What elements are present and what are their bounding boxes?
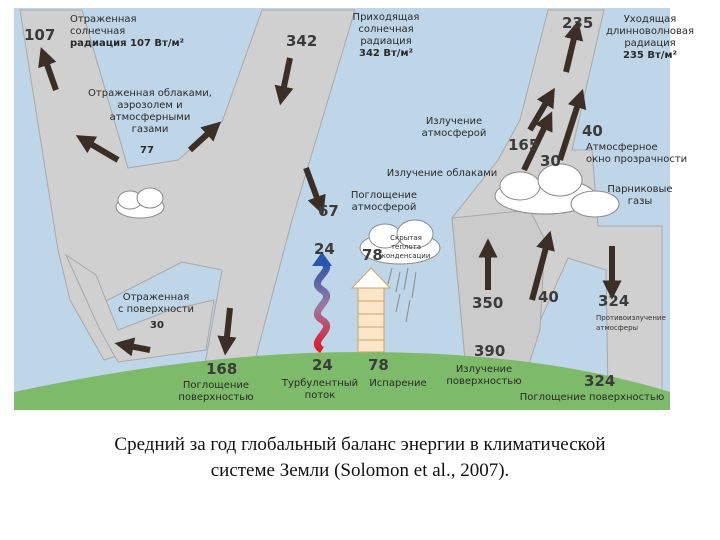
value-surface-up: 350 <box>472 294 503 312</box>
svg-text:Излучение: Излучение <box>456 364 512 375</box>
svg-text:атмосферными: атмосферными <box>110 112 191 123</box>
value-latent-bottom: 78 <box>368 356 389 374</box>
svg-text:аэрозолем и: аэрозолем и <box>117 100 182 111</box>
caption-line-1: Средний за год глобальный баланс энергии… <box>114 434 606 455</box>
label-window: Атмосферное окно прозрачности <box>586 142 687 165</box>
svg-text:Излучение: Излучение <box>426 116 482 127</box>
svg-text:газы: газы <box>628 196 653 207</box>
value-absorbed-back: 324 <box>584 372 615 390</box>
svg-text:солнечная: солнечная <box>358 24 413 35</box>
svg-text:окно прозрачности: окно прозрачности <box>586 154 687 165</box>
svg-text:газами: газами <box>132 124 169 135</box>
value-reflected-solar: 107 <box>24 26 55 44</box>
label-evaporation: Испарение <box>369 378 426 389</box>
svg-text:с поверхности: с поверхности <box>118 304 194 315</box>
value-reflected-clouds: 77 <box>140 145 154 156</box>
surface-reflection-branch <box>64 253 215 363</box>
label-reflected-clouds: Отраженная облаками, аэрозолем и атмосфе… <box>88 88 212 135</box>
turbulent-flux-arrowhead <box>312 252 332 266</box>
svg-text:радиация 107 Вт/м²: радиация 107 Вт/м² <box>70 38 184 49</box>
reflected-clouds-arrow <box>75 135 120 163</box>
value-incoming-solar: 342 <box>286 32 317 50</box>
value-outgoing-longwave: 235 <box>562 14 593 32</box>
earth-surface <box>14 352 670 410</box>
label-back-radiation: Противоизлучение атмосферы <box>596 314 666 332</box>
svg-text:атмосферой: атмосферой <box>352 202 417 213</box>
value-absorbed-atmosphere: 67 <box>318 202 339 220</box>
evaporation-column <box>350 267 392 353</box>
label-cloud-emission: Излучение облаками <box>387 168 498 179</box>
svg-text:солнечная: солнечная <box>70 26 125 37</box>
label-reflected-solar: Отраженная солнечная радиация 107 Вт/м² <box>70 14 184 49</box>
svg-text:поток: поток <box>305 390 336 401</box>
window-low-arrow <box>529 230 555 301</box>
outgoing-longwave-arrow <box>563 20 584 73</box>
cloud-left-icon <box>115 187 165 219</box>
value-turbulent-top: 24 <box>314 240 335 258</box>
rain-cloud-icon <box>359 219 441 323</box>
label-absorbed-back: Поглощение поверхностью <box>520 392 665 403</box>
svg-text:длинноволновая: длинноволновая <box>606 26 694 37</box>
label-surface-radiation: Излучение поверхностью <box>446 364 521 387</box>
label-emitted-atmosphere: Излучение атмосферой <box>422 116 487 139</box>
svg-text:Парниковые: Парниковые <box>607 184 672 195</box>
value-latent-top: 78 <box>362 246 383 264</box>
svg-text:Турбулентный: Турбулентный <box>281 378 358 389</box>
value-reflected-surface: 30 <box>150 320 164 331</box>
label-turbulent: Турбулентный поток <box>281 378 358 401</box>
reflected-solar-arrow <box>38 46 59 91</box>
svg-text:Отраженная: Отраженная <box>123 292 190 303</box>
energy-balance-diagram: 107 342 235 77 67 24 78 30 168 24 78 165… <box>14 8 694 410</box>
svg-text:атмосферой: атмосферой <box>422 128 487 139</box>
svg-text:теплота: теплота <box>391 243 421 251</box>
absorbed-atmosphere-arrow <box>303 166 326 216</box>
svg-text:Атмосферное: Атмосферное <box>586 142 658 153</box>
svg-text:поверхностью: поверхностью <box>446 376 521 387</box>
svg-text:Противоизлучение: Противоизлучение <box>596 314 666 322</box>
label-absorbed-atmosphere: Поглощение атмосферой <box>351 190 417 213</box>
window-arrow <box>557 88 587 161</box>
svg-text:342 Вт/м²: 342 Вт/м² <box>359 48 413 59</box>
svg-text:Скрытая: Скрытая <box>390 234 422 242</box>
svg-text:Отраженная: Отраженная <box>70 14 137 25</box>
value-window: 40 <box>582 122 603 140</box>
svg-text:радиация: радиация <box>624 38 675 49</box>
figure-caption: Средний за год глобальный баланс энергии… <box>0 432 720 484</box>
svg-text:Приходящая: Приходящая <box>353 12 420 23</box>
label-latent-heat: Скрытая теплота конденсации <box>382 234 431 260</box>
svg-text:поверхностью: поверхностью <box>178 392 253 403</box>
svg-text:радиация: радиация <box>360 36 411 47</box>
cloud-reflection-arrow <box>187 121 222 153</box>
value-back-radiation: 324 <box>598 292 629 310</box>
value-window-low: 40 <box>538 288 559 306</box>
label-outgoing-longwave: Уходящая длинноволновая радиация 235 Вт/… <box>606 14 694 61</box>
cloud-emission-arrow <box>521 111 553 172</box>
label-greenhouse: Парниковые газы <box>607 184 672 207</box>
svg-text:атмосферы: атмосферы <box>596 324 638 332</box>
label-incoming-solar: Приходящая солнечная радиация 342 Вт/м² <box>353 12 420 59</box>
value-cloud-emission: 30 <box>540 152 561 170</box>
svg-text:235 Вт/м²: 235 Вт/м² <box>623 50 677 61</box>
svg-text:Поглощение: Поглощение <box>351 190 417 201</box>
value-turbulent-bottom: 24 <box>312 356 333 374</box>
svg-text:Отраженная облаками,: Отраженная облаками, <box>88 88 212 99</box>
incoming-solar-arrow <box>274 57 294 106</box>
surface-reflection-arrow <box>114 337 151 357</box>
svg-text:конденсации: конденсации <box>382 252 431 260</box>
label-absorbed-surface: Поглощение поверхностью <box>178 380 253 403</box>
svg-text:Поглощение: Поглощение <box>183 380 249 391</box>
value-absorbed-surface: 168 <box>206 360 237 378</box>
caption-line-2: системе Земли (Solomon et al., 2007). <box>210 460 510 481</box>
svg-text:Уходящая: Уходящая <box>624 14 677 25</box>
value-emitted-atmosphere: 165 <box>508 136 539 154</box>
turbulent-flux-wave <box>314 258 331 353</box>
value-surface-radiation: 390 <box>474 342 505 360</box>
absorbed-surface-arrow <box>217 307 237 356</box>
cloud-right-icon <box>494 163 620 218</box>
label-reflected-surface: Отраженная с поверхности <box>118 292 194 315</box>
